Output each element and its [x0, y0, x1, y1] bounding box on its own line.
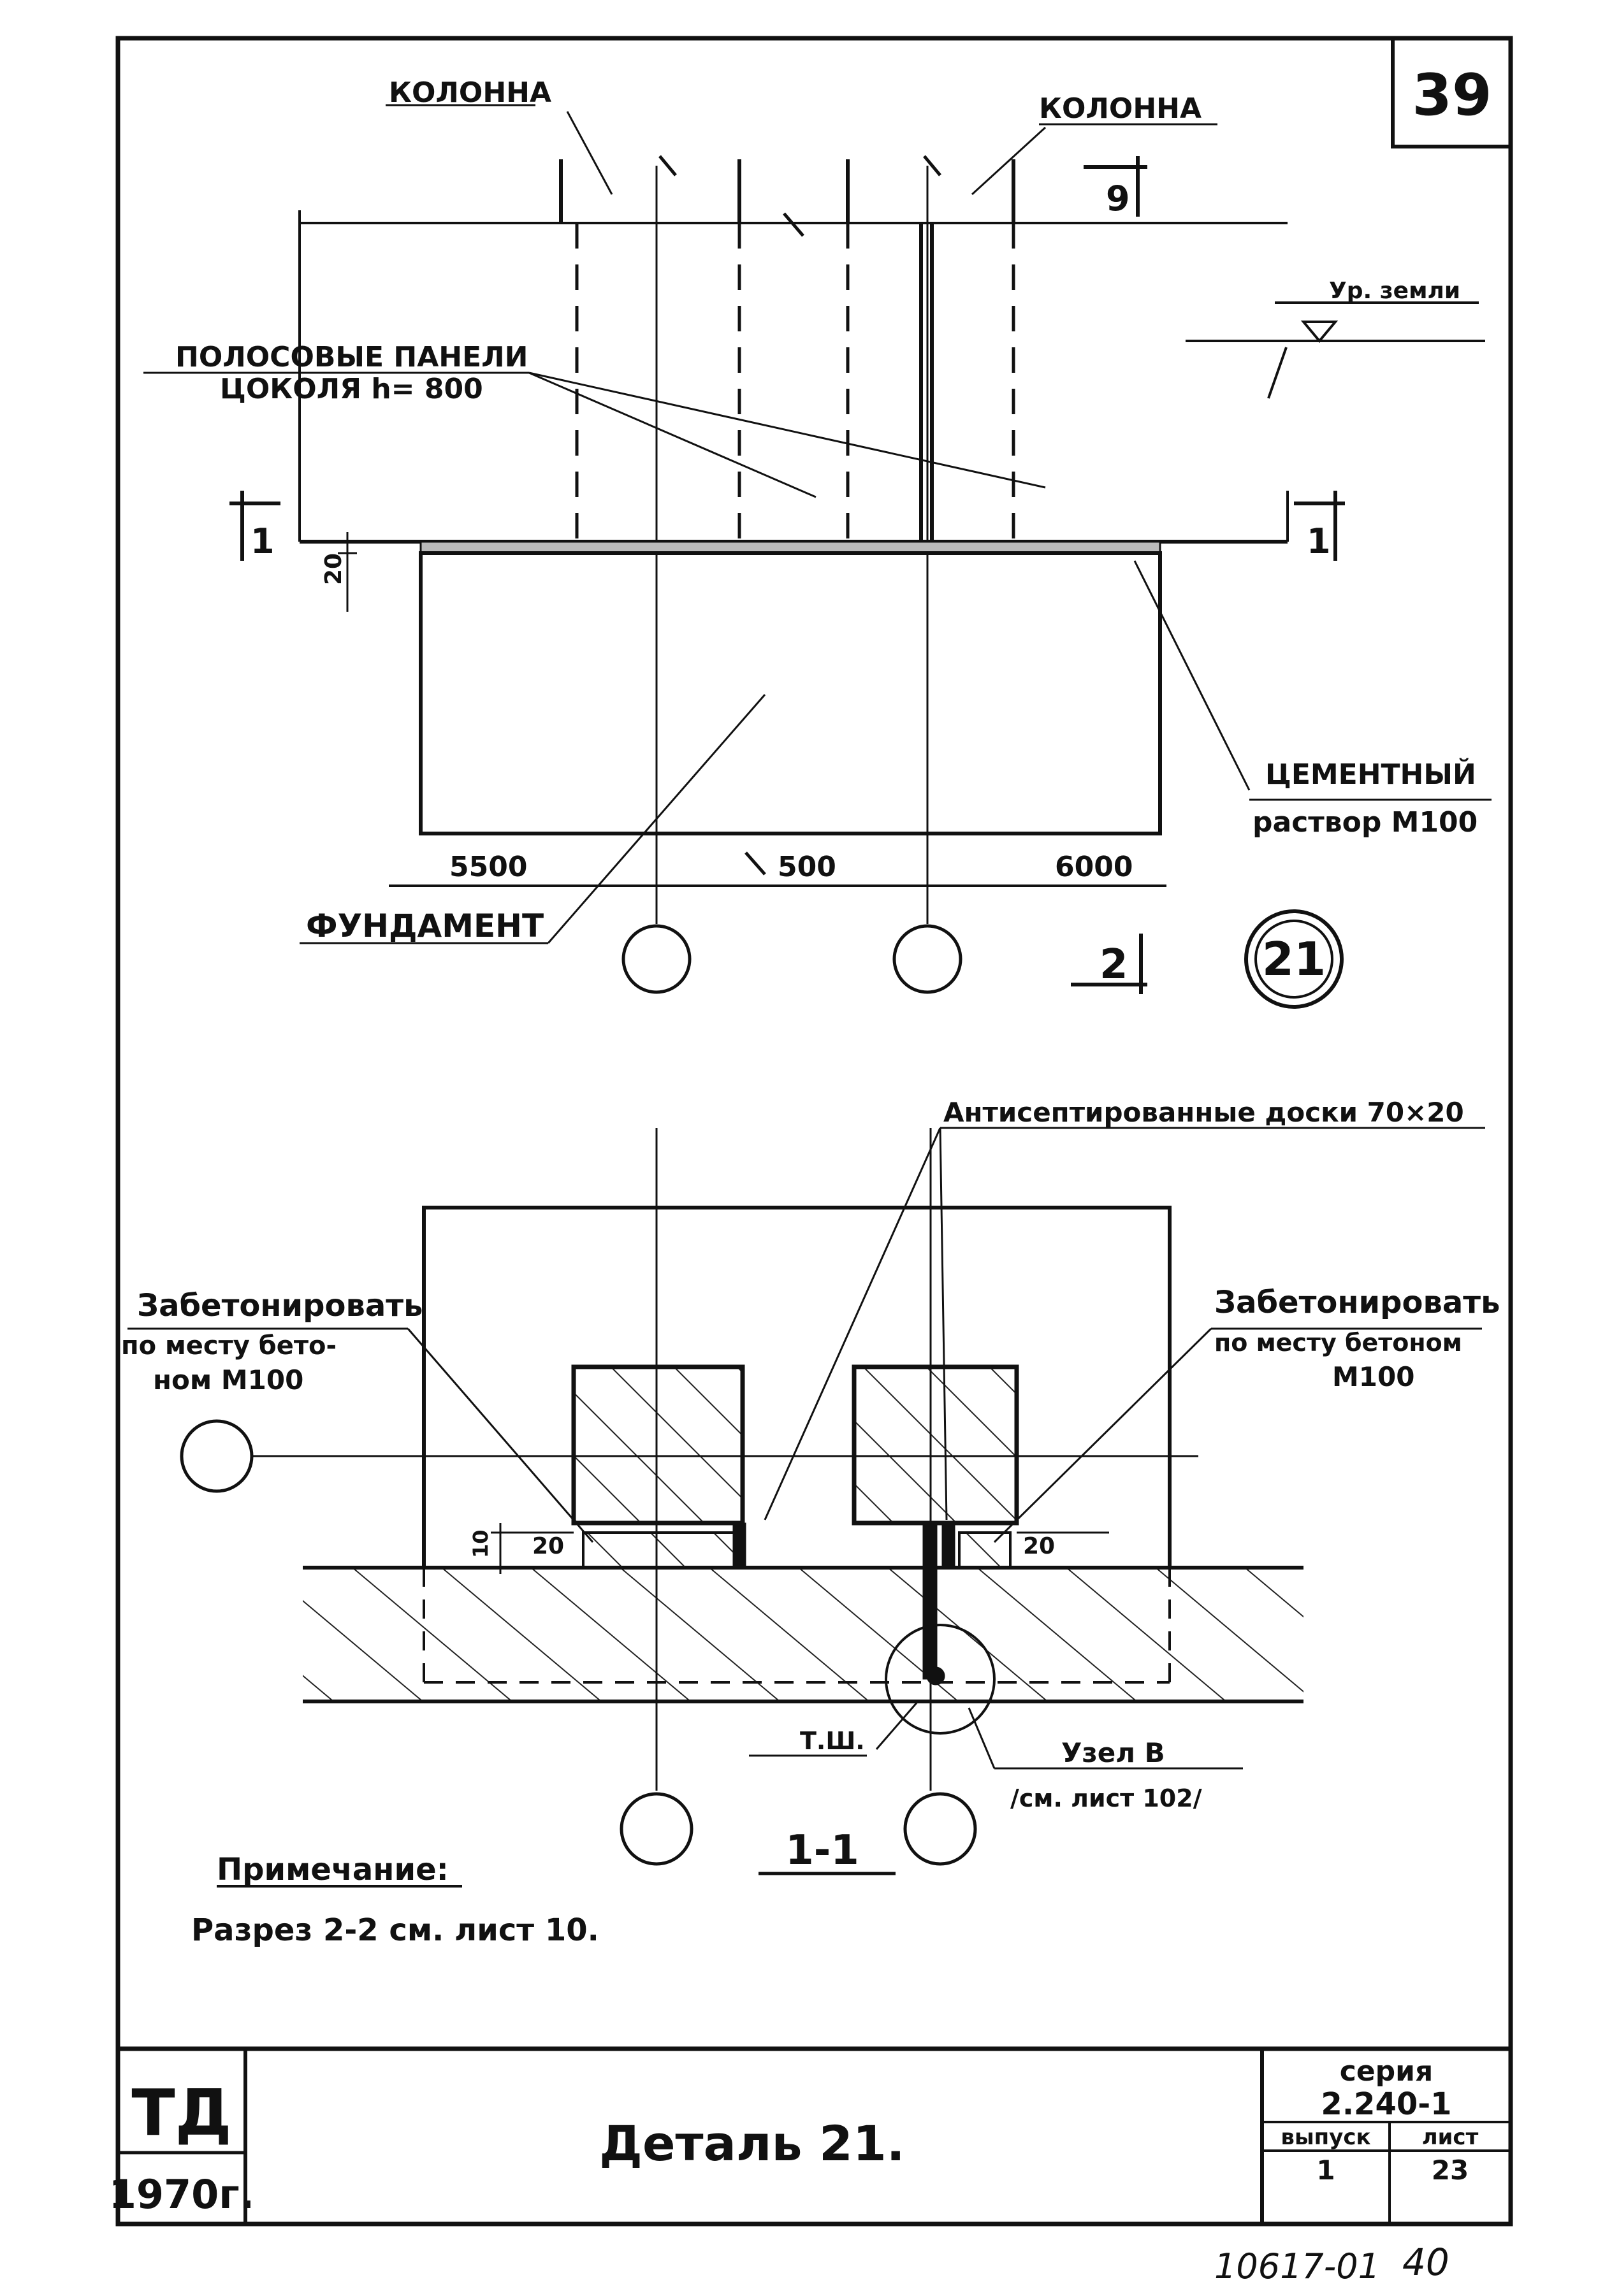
grout-right: [958, 1531, 1012, 1569]
section-mark-right: [1294, 491, 1345, 561]
leader-lines-section: [127, 1127, 1485, 1770]
axis-lines-section: [252, 1128, 1198, 1791]
series-label: серия: [1340, 2055, 1434, 2088]
section-dims: [491, 1523, 1109, 1574]
dim-20-left-label: 20: [532, 1533, 564, 1559]
dim-20-label: 20: [321, 553, 347, 585]
issue-label: выпуск: [1281, 2125, 1370, 2150]
detail-circle-inner: [1254, 920, 1333, 999]
section-mark-right-label: 1: [1307, 521, 1331, 561]
board-left: [732, 1522, 746, 1568]
axis-bubble-horizontal: [180, 1419, 254, 1493]
title-block-title: Деталь 21.: [599, 2115, 904, 2172]
note-text: Разрез 2-2 см. лист 10.: [191, 1912, 599, 1948]
axis-bubble-right: [892, 924, 962, 994]
panel-joint: [919, 223, 934, 548]
sheet-frame: [115, 36, 1513, 2227]
axis-bubble-bottom-right: [903, 1792, 977, 1866]
concrete-left-line3: ном М100: [153, 1364, 303, 1396]
concrete-right-line1: Забетонировать: [1214, 1285, 1500, 1320]
axis-bubble-bottom-left: [620, 1792, 693, 1866]
concrete-right-line3: М100: [1332, 1361, 1414, 1392]
archive-number: 10617-01: [1214, 2246, 1380, 2286]
foundation-section-outline: [422, 1206, 1172, 1568]
foundation-label: ФУНДАМЕНТ: [306, 907, 544, 944]
concrete-left-line2: по месту бето-: [121, 1331, 337, 1361]
archive-page: 40: [1402, 2241, 1449, 2284]
ground-level-marker: [1300, 321, 1339, 343]
series-value: 2.240-1: [1321, 2086, 1451, 2122]
node-label-line1: Узел В: [1061, 1737, 1165, 1768]
tn-label: Т.Ш.: [800, 1727, 865, 1755]
axis-bubble-left: [621, 924, 692, 994]
board-right: [941, 1522, 955, 1568]
title-block-year: 1970г.: [109, 2171, 255, 2218]
title-block-logo: ТД: [131, 2076, 231, 2150]
section-mark-bottom-label: 2: [1100, 941, 1128, 988]
grout-left: [582, 1531, 737, 1569]
concrete-right-line2: по месту бетоном: [1214, 1329, 1462, 1357]
column-left-label: КОЛОННА: [389, 76, 551, 109]
mortar-label-line2: раствор М100: [1252, 806, 1477, 839]
foundation-outline: [419, 551, 1162, 835]
column-right: [846, 155, 1015, 223]
dim-right-label: 6000: [1055, 851, 1133, 883]
sheet-value: 23: [1432, 2155, 1469, 2186]
section-mark-top-label: 9: [1106, 178, 1130, 219]
leader-lines-plan: [143, 104, 1492, 944]
section-view: [127, 1127, 1485, 1888]
issue-value: 1: [1316, 2155, 1335, 2186]
archive-stamp: 10617-01 40: [1214, 2241, 1449, 2286]
node-label-line2: /см. лист 102/: [1010, 1784, 1202, 1812]
section-mark-bottom: [1071, 934, 1147, 994]
boards-label: Антисептированные доски 70×20: [943, 1097, 1464, 1128]
plan-view: [143, 104, 1492, 1009]
dim-middle-label: 500: [778, 851, 836, 883]
note-heading: Примечание:: [217, 1852, 449, 1888]
dim-20-right-label: 20: [1023, 1533, 1055, 1559]
section-mark-left-label: 1: [250, 521, 275, 561]
detail-number-label: 21: [1262, 932, 1326, 986]
panels-label-line1: ПОЛОСОВЫЕ ПАНЕЛИ: [175, 341, 528, 373]
title-block: ТД 1970г. Деталь 21. серия 2.240-1 выпус…: [109, 2055, 1479, 2218]
panel-left-section: [571, 1364, 745, 1526]
ground-level-label: Ур. земли: [1329, 278, 1460, 304]
node-b-circle: [885, 1624, 996, 1735]
column-hidden-lines: [575, 223, 1015, 542]
panel-right-section: [852, 1364, 1019, 1526]
column-left: [559, 155, 741, 223]
column-right-label: КОЛОННА: [1039, 92, 1202, 125]
sheet-number: 39: [1412, 62, 1492, 129]
mortar-label-line1: ЦЕМЕНТНЫЙ: [1265, 757, 1476, 791]
dim-left-label: 5500: [449, 851, 527, 883]
section-title: 1-1: [785, 1827, 859, 1874]
section-mark-top: [1084, 156, 1147, 217]
slab-hatching: [303, 1568, 1303, 1701]
sheet-label: лист: [1422, 2125, 1479, 2150]
section-labels: Антисептированные доски 70×20 Забетониро…: [121, 1097, 1500, 1874]
concrete-left-line1: Забетонировать: [137, 1288, 423, 1324]
note-block: Примечание: Разрез 2-2 см. лист 10.: [191, 1852, 599, 1948]
detail-circle-outer: [1244, 909, 1344, 1009]
plan-labels: КОЛОННА КОЛОННА ПОЛОСОВЫЕ ПАНЕЛИ ЦОКОЛЯ …: [175, 76, 1477, 988]
panels-label-line2: ЦОКОЛЯ h= 800: [220, 373, 483, 405]
dim-10-label: 10: [468, 1529, 493, 1558]
section-mark-left: [229, 491, 280, 561]
